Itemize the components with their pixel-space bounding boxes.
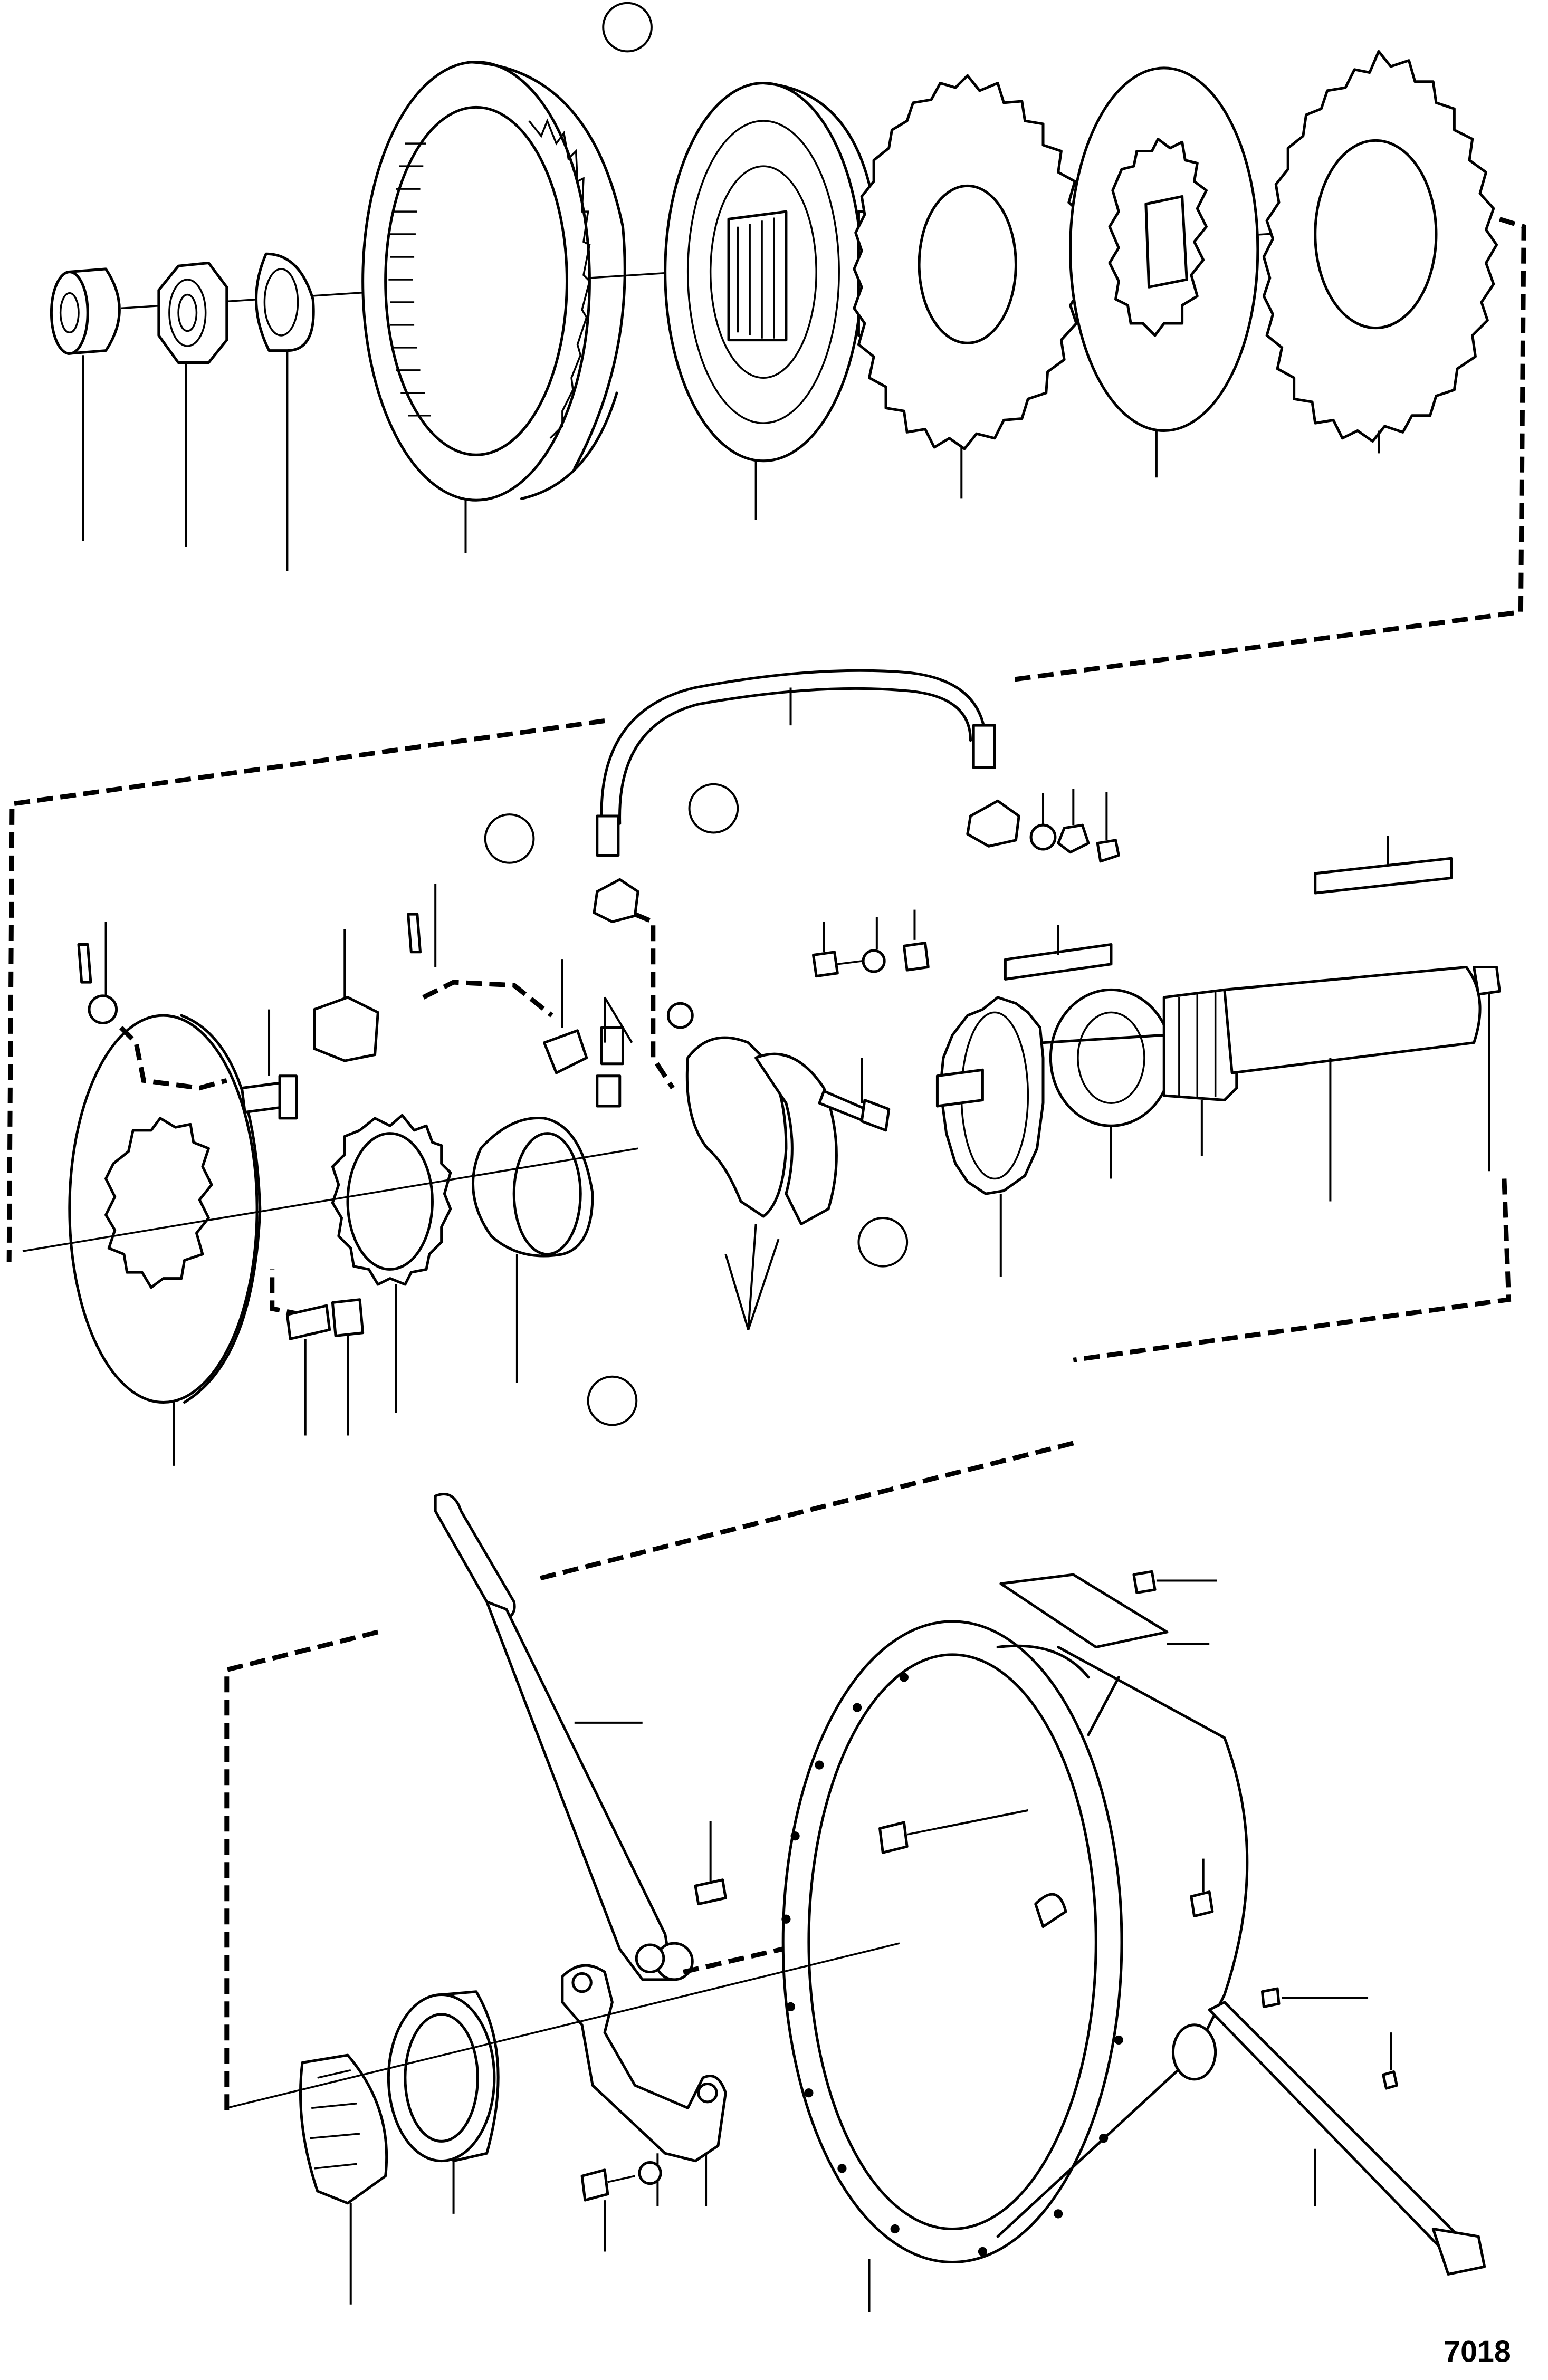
key-part bbox=[1315, 858, 1451, 893]
bearing-cone-part bbox=[300, 2055, 386, 2305]
callout-circle-5 bbox=[588, 1377, 637, 1425]
connection-dashed-line bbox=[9, 721, 605, 1262]
adjusting-ring-part bbox=[332, 1115, 450, 1413]
bell-housing-part bbox=[781, 1621, 1247, 2312]
connection-dashed-line bbox=[1010, 219, 1524, 680]
fork-part bbox=[562, 1965, 725, 2206]
splined-disc-part bbox=[1071, 68, 1258, 431]
nut-part bbox=[159, 263, 227, 362]
top-clutch-pack bbox=[51, 51, 1496, 571]
callout-circle-4 bbox=[858, 1218, 907, 1266]
toothed-disc-2-part bbox=[1264, 51, 1496, 441]
callout-circle-1 bbox=[603, 3, 652, 52]
figure-reference-number: 7018 bbox=[1444, 2335, 1511, 2369]
lock-washer-part bbox=[256, 254, 314, 350]
outer-drum-part bbox=[363, 62, 625, 500]
operating-lever-part bbox=[435, 1494, 692, 1980]
splined-friction-disc-part bbox=[70, 1015, 260, 1466]
middle-operating-mechanism bbox=[23, 670, 1509, 1466]
pressure-plate-part bbox=[665, 83, 883, 461]
connection-dashed-line bbox=[227, 1632, 378, 2116]
key-part bbox=[1005, 944, 1111, 979]
callout-circle-2 bbox=[690, 784, 738, 833]
release-collar-part bbox=[473, 1118, 593, 1383]
clamp-halves-part bbox=[668, 1003, 836, 1330]
bevel-gear-part bbox=[937, 997, 1043, 1277]
toothed-disc-1-part bbox=[854, 75, 1085, 449]
cover-plate-part bbox=[1001, 1575, 1167, 1647]
bottom-housing bbox=[227, 1494, 1485, 2312]
lube-pipe-part bbox=[601, 670, 986, 823]
connection-dashed-line bbox=[537, 1443, 1073, 1579]
bearing-and-shaft-part bbox=[1043, 967, 1499, 1201]
callout-circle-3 bbox=[485, 814, 534, 863]
cross-shaft-part bbox=[1209, 2002, 1474, 2267]
bearing-part bbox=[51, 269, 119, 353]
bearing-cup-part bbox=[388, 1992, 498, 2214]
